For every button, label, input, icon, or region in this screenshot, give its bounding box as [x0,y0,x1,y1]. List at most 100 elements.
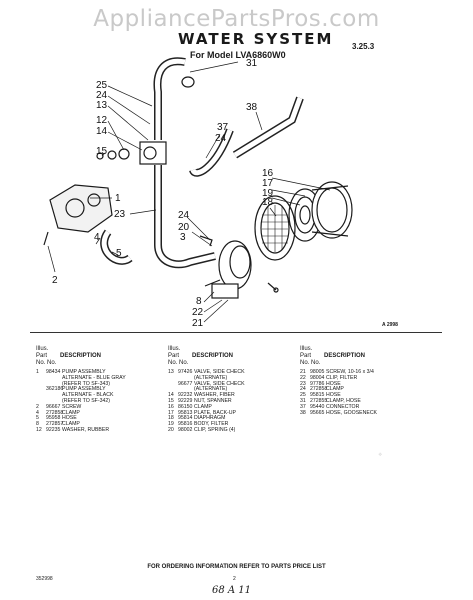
illus-number: 2 [36,403,39,410]
part-description: PUMP ASSEMBLY [62,369,106,375]
callout-24: 24 [96,90,108,101]
illus-number: 5 [36,415,39,422]
illus-number: 21 [300,369,306,375]
illus-number: 1 [36,369,39,375]
table-row: (REFER TO SF-342) [36,397,132,405]
part-number: 95815 [310,392,325,399]
part-description: WASHER, RUBBER [62,426,110,433]
part-description: HOSE [326,380,341,387]
part-description: CLIP, SPRING (4) [194,426,236,433]
part-number: 98002 [178,426,193,433]
illus-number: 22 [300,374,306,381]
part-description: CLAMP [62,421,80,428]
callout-24c: 24 [178,210,190,221]
illus-number: 25 [300,392,306,399]
part-number: 92229 [178,397,193,404]
part-description: ALTERNATE - BLUE GRAY [62,374,126,381]
part-description: (REFER TO SF-343) [62,380,110,387]
part-number: 95958 [46,415,61,422]
page-title: WATER SYSTEM [178,30,334,48]
part-description: (REFER TO SF-342) [62,397,110,404]
part-number: 86150 [178,403,193,410]
handwritten-note: 68 A 11 [212,585,252,596]
part-description: (ALTERNATE) [194,374,228,381]
part-number: 272858 [46,409,64,416]
part-description: HOSE, GOOSENECK [326,409,378,416]
callout-38: 38 [246,102,258,113]
illus-number: 4 [36,409,39,416]
ordering-note: FOR ORDERING INFORMATION REFER TO PARTS … [147,564,326,570]
part-description: CLAMP [194,403,212,410]
part-number: 96677 [178,380,193,387]
callout-31: 31 [246,58,258,69]
part-description: SCREW [62,403,82,410]
table-row: (ALTERNATE) [168,387,264,393]
callout-2: 2 [52,275,58,286]
callout-labels: 31 25 24 13 12 14 15 1 23 2 38 37 24 16 … [52,58,274,329]
part-description: DIAPHRAGM [194,415,226,422]
part-description: SCREW, 10-16 x 3/4 [326,369,374,375]
illus-number: 37 [300,403,306,410]
callout-8: 8 [196,296,202,307]
part-description: BODY, FILTER [194,421,229,428]
part-description: PUMP ASSEMBLY [62,386,106,393]
part-description: ALTERNATE - BLACK [62,392,114,399]
table-row: ALTERNATE - BLUE GRAY [36,374,132,382]
callout-24b: 24 [215,133,227,144]
part-number: 362186 [46,386,64,393]
callout-14: 14 [96,126,108,137]
part-description: (ALTERNATE) [194,386,228,393]
callout-20: 20 [178,222,190,233]
illus-number: 13 [168,369,174,375]
callout-12: 12 [96,115,108,126]
illus-number: 15 [168,397,174,404]
part-description: CLIP, FILTER [326,374,358,381]
part-number: 95816 [178,421,193,428]
part-description: CONNECTOR [326,403,360,410]
part-number: 272855 [310,397,328,404]
model-subtitle: For Model LVA6860W0 [190,50,286,60]
callout-25: 25 [96,80,108,91]
part-number: 95814 [178,415,193,422]
illus-number: 19 [168,421,174,428]
callout-15: 15 [96,146,108,157]
watermark: AppliancePartsPros.com [93,6,380,32]
callout-16: 16 [262,168,274,179]
part-description: VALVE, SIDE CHECK [194,380,245,387]
callout-4: 4 [94,232,100,243]
divider [30,332,442,333]
illus-number: 18 [168,415,174,422]
callout-21: 21 [192,318,204,329]
illus-number: 8 [36,421,39,428]
illus-number: 23 [300,380,306,387]
part-number: 92235 [46,426,61,433]
water-system-diagram: 31 25 24 13 12 14 15 1 23 2 38 37 24 16 … [43,57,353,329]
callout-23: 23 [114,209,126,220]
diagram-artwork [43,57,353,323]
part-description: PLATE, BACK-UP [194,409,236,416]
part-description: CLAMP, HOSE [326,397,361,404]
part-number: 272857 [46,421,64,428]
callout-3: 3 [180,232,186,243]
part-number: 92232 [178,392,193,399]
illus-number: 14 [168,392,174,399]
part-description: HOSE [62,415,77,422]
part-number: 98005 [310,369,325,375]
